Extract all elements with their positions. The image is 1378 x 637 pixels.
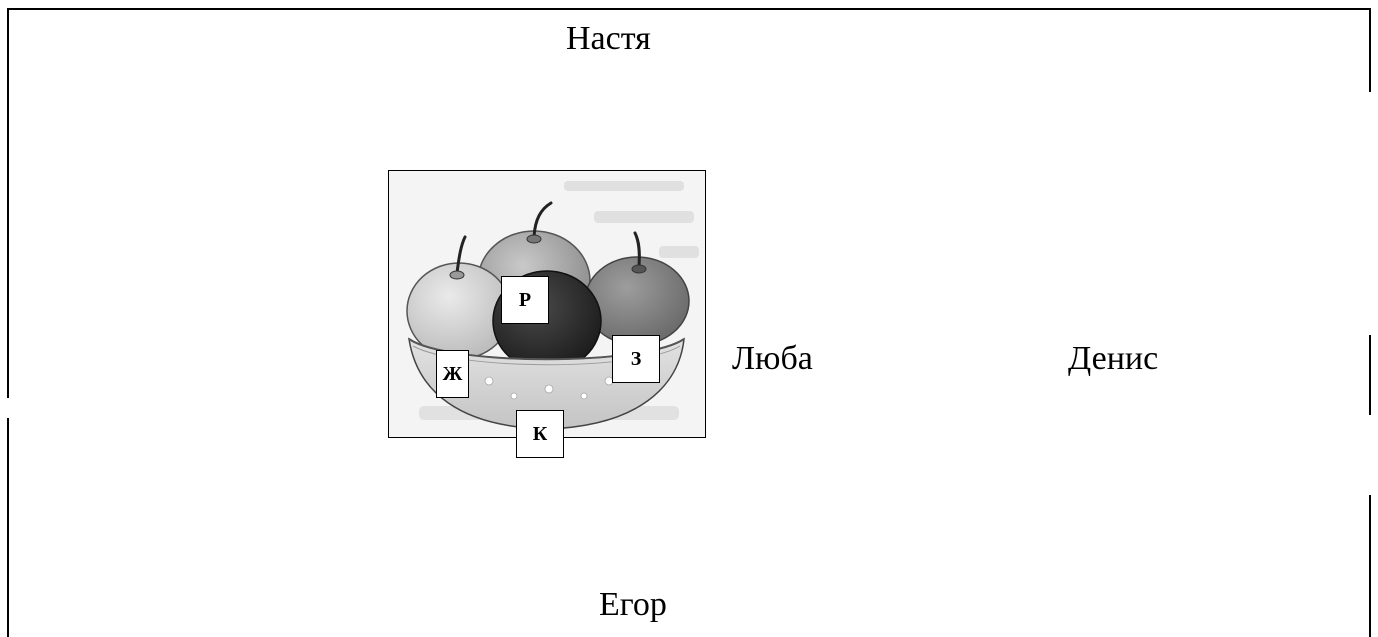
frame-right-line-bottom xyxy=(1369,495,1371,637)
frame-left-line-lower xyxy=(7,418,9,637)
name-right-middle: Люба xyxy=(732,340,813,377)
label-z: З xyxy=(612,335,660,383)
apple-right xyxy=(584,231,690,346)
frame-right-line-middle xyxy=(1369,335,1371,415)
apple-left xyxy=(406,235,512,360)
name-bottom: Егор xyxy=(599,586,667,623)
name-far-right: Денис xyxy=(1068,340,1159,377)
frame-top-line xyxy=(7,8,1371,10)
label-k: К xyxy=(516,410,564,458)
frame-right-line-top xyxy=(1369,8,1371,92)
name-top: Настя xyxy=(566,20,651,57)
frame-left-line-upper xyxy=(7,8,9,398)
label-r: Р xyxy=(501,276,549,324)
label-zh: Ж xyxy=(436,350,469,398)
